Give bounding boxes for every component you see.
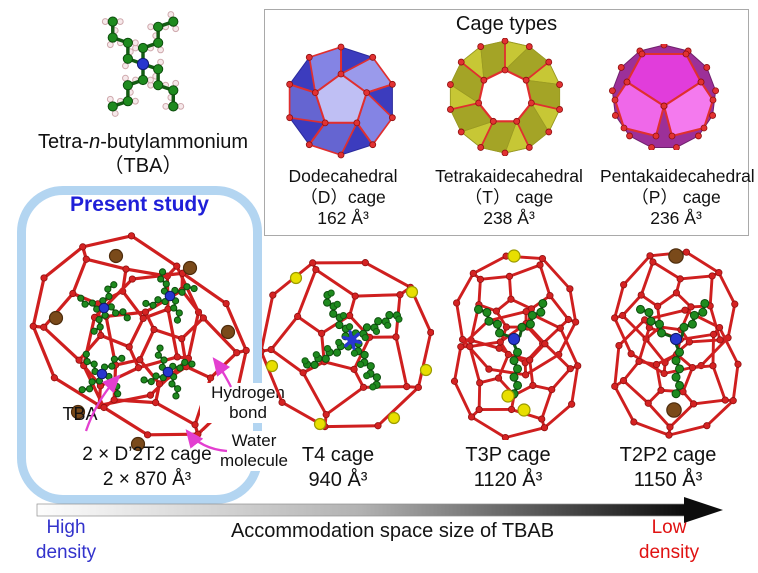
d2t2-cage-name: 2 × D’2T2 cage [82,444,212,465]
low-density-line1: Low [651,517,687,538]
pentakaidecahedral-cage-graphic [608,44,720,150]
tba-annotation: TBA [62,404,98,424]
cage-name: T2P2 cage [619,444,717,466]
t3p-cage-graphic [450,249,582,440]
cage-volume: 1150 Å³ [633,469,703,491]
arrow-head [684,497,723,523]
d2t2-cage-graphic [29,232,250,452]
water-molecule-line2: molecule [219,451,289,471]
cage-name: Tetrakaidecahedral [435,166,583,186]
dodecahedral-caption: Dodecahedral （D）cage 162 Å³ [268,166,418,229]
t4-cage-graphic [262,259,434,431]
low-density-label: Low density [613,515,725,565]
low-density-line2: density [638,542,700,563]
present-study-heading: Present study [70,193,209,216]
cage-volume: 238 Å³ [483,208,535,228]
water-molecule-line1: Water [231,431,277,450]
cage-designation: （T） cage [464,187,554,207]
cage-name: T4 cage [301,444,375,466]
tba-molecule-abbr: （TBA） [103,155,183,177]
cage-types-title: Cage types [455,13,558,35]
tba-name-prefix: Tetra- [37,131,90,153]
tetrakaidecahedral-caption: Tetrakaidecahedral （T） cage 238 Å³ [414,166,604,229]
cage-volume: 236 Å³ [650,208,702,228]
arrow-shaft [36,503,686,517]
cage-volume: 162 Å³ [317,208,369,228]
dodecahedral-cage-graphic [286,43,396,159]
cage-name: Pentakaidecahedral [600,166,755,186]
high-density-label: High density [16,515,116,565]
t3p-caption: T3P cage 1120 Å³ [438,443,578,493]
tba-name-suffix: -butylammonium [100,131,249,153]
t2p2-caption: T2P2 cage 1150 Å³ [598,443,738,493]
cage-volume: 940 Å³ [308,469,368,491]
cage-volume: 1120 Å³ [473,469,543,491]
tba-name-italic-n: n [89,131,101,153]
hydrogen-bond-line1: Hydrogen [211,383,285,402]
pentakaidecahedral-caption: Pentakaidecahedral （P） cage 236 Å³ [600,166,755,229]
t4-caption: T4 cage 940 Å³ [268,443,408,493]
tetrakaidecahedral-cage-graphic [447,38,563,156]
cage-name: T3P cage [465,444,551,466]
high-density-line1: High [46,517,86,538]
t2p2-cage-graphic [611,248,742,439]
hydrogen-bond-annotation: Hydrogen bond [200,383,296,424]
cage-designation: （D）cage [300,187,386,207]
density-gradient-arrow [36,497,723,523]
cage-designation: （P） cage [631,187,721,207]
high-density-line2: density [35,542,97,563]
tba-molecule-graphic [101,11,185,117]
d2t2-cage-volume: 2 × 870 Å³ [102,469,192,490]
cage-name: Dodecahedral [288,166,398,186]
tba-molecule-name: Tetra-n-butylammonium [2,131,284,155]
axis-title: Accommodation space size of TBAB [230,520,555,542]
hydrogen-bond-line2: bond [229,403,267,423]
